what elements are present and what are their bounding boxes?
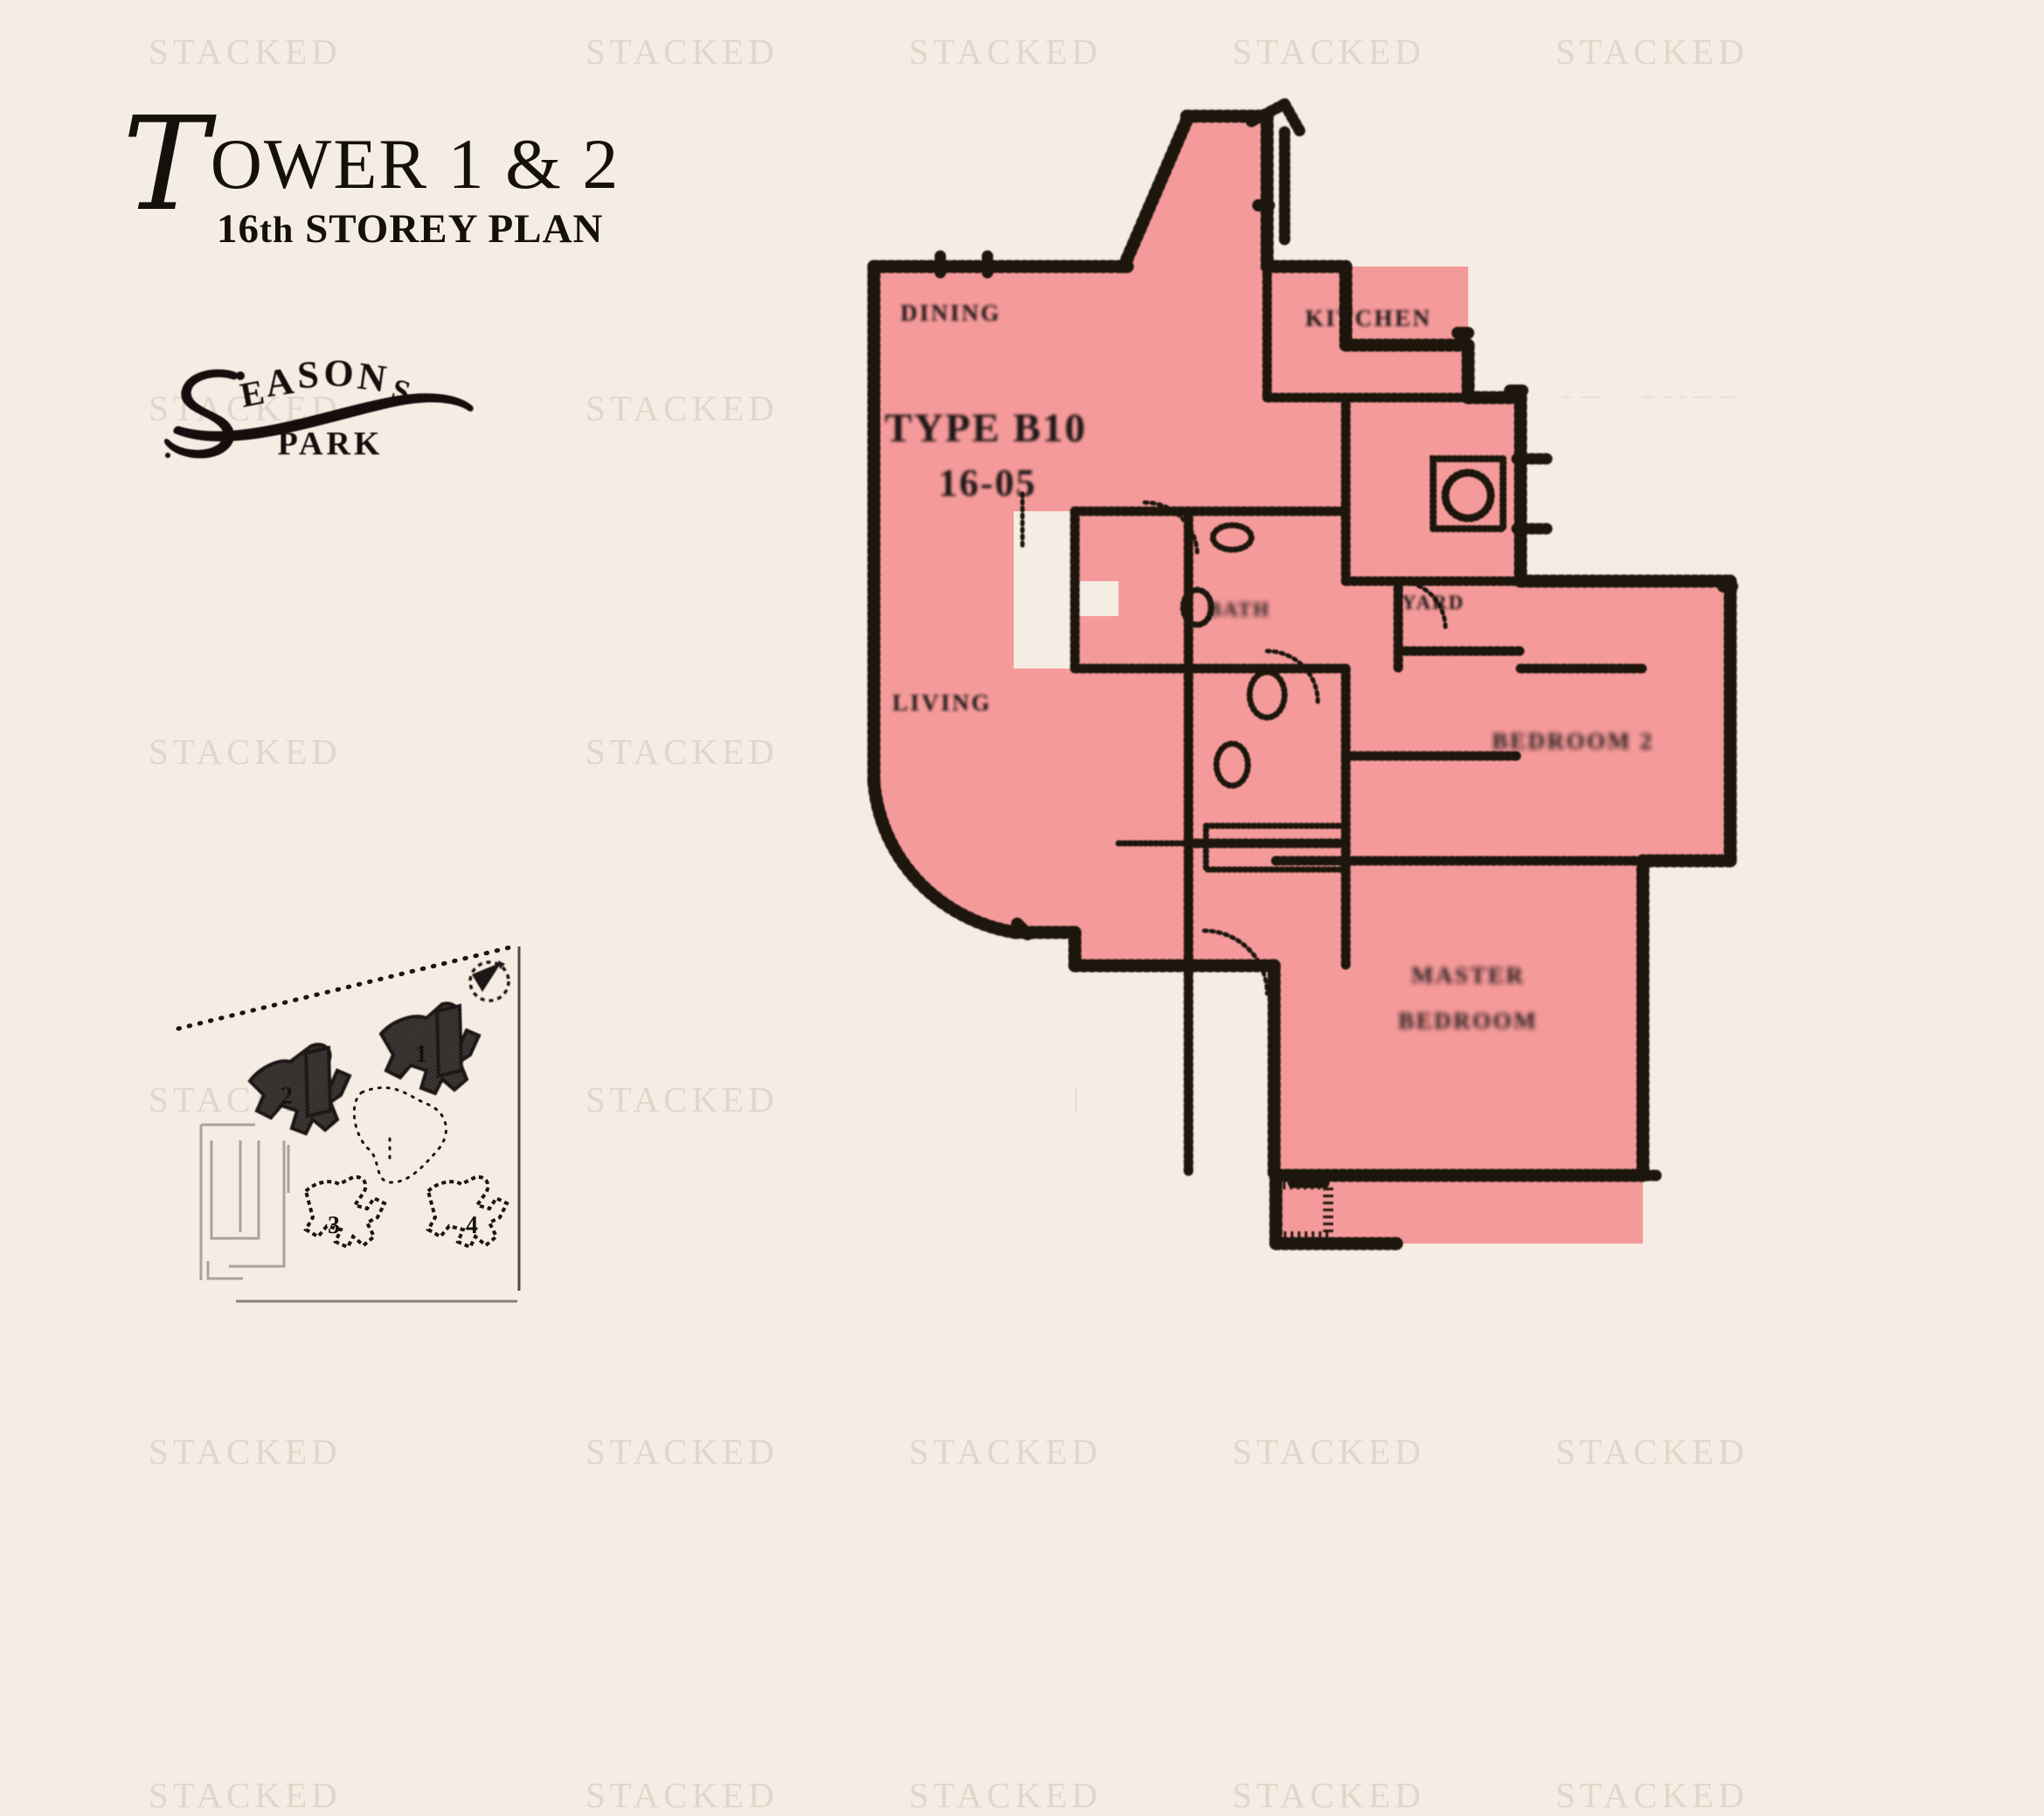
subtitle-ordinal: th	[260, 211, 294, 252]
logo-letter-o: O	[323, 357, 355, 395]
master-bedroom-fill-ext	[1276, 1175, 1643, 1244]
key-plan-svg: 2 1 3 4	[176, 943, 521, 1303]
watermark-text: STACKED	[1232, 1431, 1425, 1472]
key-plan-tower-4[interactable]: 4	[426, 1175, 509, 1250]
watermark-text: STACKED	[149, 731, 342, 772]
key-plan-tower-2[interactable]: 2	[247, 1043, 352, 1136]
site-context-blocks	[199, 1123, 290, 1280]
watermark-text: STACKED	[1556, 1431, 1749, 1472]
watermark-text: STACKED	[149, 1775, 342, 1815]
watermark-text: STACKED	[1556, 31, 1749, 72]
watermark-text: STACKED	[585, 388, 779, 428]
logo-arch-swash	[173, 393, 474, 442]
page-title-text: OWER 1 & 2	[210, 124, 620, 204]
unit-type-label: TYPE B10	[884, 405, 1086, 451]
watermark-text: STACKED	[909, 1431, 1102, 1472]
room-label-kitchen: KITCHEN	[1305, 305, 1431, 331]
room-label-master-line1: MASTER	[1411, 962, 1526, 988]
floor-plan-page: STACKED STACKED STACKED STACKED STACKED STACK…	[122, 31, 1992, 1815]
master-bedroom-corner-nib	[1271, 1179, 1334, 1242]
key-plan-tower-1[interactable]: 1	[378, 1002, 482, 1096]
north-arrow-icon	[468, 960, 510, 1002]
watermark-text: STACKED	[1232, 1775, 1425, 1815]
room-label-yard: YARD	[1402, 592, 1465, 613]
unit-area-fill	[874, 114, 1730, 1175]
watermark-text: STACKED	[149, 1431, 342, 1472]
logo-letter-n: N	[356, 357, 390, 400]
mask-below-master	[1274, 1244, 1645, 1315]
site-boundary	[176, 943, 521, 1303]
logo-letter-s2: S	[296, 357, 320, 397]
unit-negative-space	[856, 92, 1992, 1315]
key-plan-tower-3-label: 3	[328, 1212, 340, 1239]
logo-letter-e: E	[237, 372, 267, 415]
watermark-text: STACKED	[585, 1775, 779, 1815]
key-plan-tower-3[interactable]: 3	[303, 1175, 387, 1250]
floor-plan-svg: DINING KITCHEN BATH YARD BEDROOM 2 LIVIN…	[856, 92, 1992, 1315]
room-label-living: LIVING	[892, 690, 992, 716]
watermark-text: STACKED	[585, 731, 779, 772]
room-label-bath: BATH	[1208, 599, 1270, 620]
logo-park-text: PARK	[278, 426, 384, 462]
key-plan-tower-4-label: 4	[466, 1212, 478, 1239]
key-plan-tower-1-label: 1	[415, 1041, 427, 1068]
room-labels: DINING KITCHEN BATH YARD BEDROOM 2 LIVIN…	[892, 300, 1653, 1034]
site-landscape-outline	[352, 1086, 447, 1184]
unit-type-block: TYPE B10 16-05	[884, 405, 1086, 504]
key-plan: 2 1 3 4	[175, 931, 542, 1307]
room-label-master-line2: BEDROOM	[1398, 1008, 1538, 1034]
logo-swash-dot	[236, 371, 245, 380]
room-label-bedroom-2: BEDROOM 2	[1492, 728, 1653, 754]
watermark-text: STACKED	[585, 1431, 779, 1472]
seasons-park-logo: E A S O N S PARK	[156, 351, 496, 470]
room-label-dining: DINING	[900, 300, 1001, 326]
watermark-text: STACKED	[909, 31, 1102, 72]
page-header: T OWER 1 & 2 16th STOREY PLAN	[122, 100, 620, 253]
logo-swash-s	[163, 369, 238, 459]
unit-floor-plan: DINING KITCHEN BATH YARD BEDROOM 2 LIVIN…	[856, 92, 1992, 1315]
unit-number-label: 16-05	[939, 461, 1037, 504]
subtitle-rest: STOREY PLAN	[294, 206, 604, 253]
title-drop-cap: T	[122, 89, 209, 239]
subtitle-floor-number: 16	[217, 206, 260, 253]
watermark-text: STACKED	[149, 31, 342, 72]
logo-svg: E A S O N S PARK	[163, 351, 474, 462]
watermark-text: STACKED	[1232, 31, 1425, 72]
key-plan-tower-2-label: 2	[281, 1083, 293, 1110]
page-subtitle: 16th STOREY PLAN	[217, 205, 620, 253]
page-title: T OWER 1 & 2	[122, 100, 620, 229]
watermark-text: STACKED	[1556, 1775, 1749, 1815]
watermark-text: STACKED	[585, 1079, 779, 1119]
logo-swash-dot2	[165, 453, 170, 458]
watermark-text: STACKED	[909, 1775, 1102, 1815]
watermark-text: STACKED	[585, 31, 779, 72]
logo-letter-s3: S	[388, 371, 414, 410]
logo-letter-a: A	[263, 359, 297, 405]
